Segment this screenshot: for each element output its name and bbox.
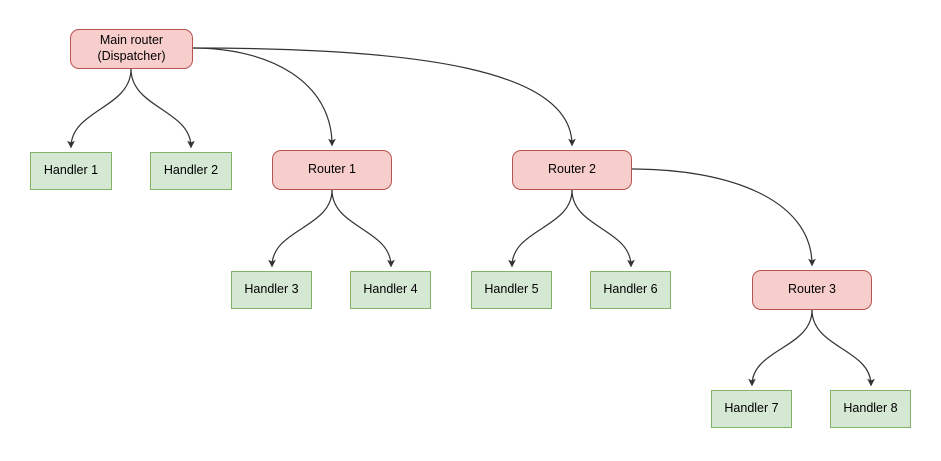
edge-router-3-to-handler-7 bbox=[748, 309, 813, 387]
node-label-handler-7: Handler 7 bbox=[724, 401, 779, 416]
node-router-2[interactable]: Router 2 bbox=[512, 150, 632, 190]
edge-group bbox=[67, 47, 875, 387]
node-label-router-3: Router 3 bbox=[788, 282, 836, 297]
node-label-router-2: Router 2 bbox=[548, 162, 596, 177]
edge-main-to-handler-1 bbox=[67, 68, 132, 149]
node-label-handler-6: Handler 6 bbox=[603, 282, 658, 297]
node-handler-8[interactable]: Handler 8 bbox=[830, 390, 911, 428]
edge-router-2-to-router-3 bbox=[631, 168, 816, 267]
node-router-1[interactable]: Router 1 bbox=[272, 150, 392, 190]
node-label-handler-3: Handler 3 bbox=[244, 282, 299, 297]
node-handler-5[interactable]: Handler 5 bbox=[471, 271, 552, 309]
node-label-handler-5: Handler 5 bbox=[484, 282, 539, 297]
edge-router-1-to-handler-3 bbox=[268, 189, 333, 268]
edge-router-2-to-handler-5 bbox=[508, 189, 573, 268]
node-handler-7[interactable]: Handler 7 bbox=[711, 390, 792, 428]
node-router-3[interactable]: Router 3 bbox=[752, 270, 872, 310]
node-handler-1[interactable]: Handler 1 bbox=[30, 152, 112, 190]
edge-main-to-handler-2 bbox=[130, 68, 195, 149]
node-handler-3[interactable]: Handler 3 bbox=[231, 271, 312, 309]
node-main-router[interactable]: Main router (Dispatcher) bbox=[70, 29, 193, 69]
edge-router-3-to-handler-8 bbox=[811, 309, 875, 387]
edge-main-to-router-2 bbox=[192, 47, 576, 147]
node-label-main-router: Main router (Dispatcher) bbox=[97, 33, 166, 63]
node-label-handler-2: Handler 2 bbox=[163, 163, 219, 178]
node-label-router-1: Router 1 bbox=[308, 162, 356, 177]
node-handler-4[interactable]: Handler 4 bbox=[350, 271, 431, 309]
node-handler-6[interactable]: Handler 6 bbox=[590, 271, 671, 309]
edge-main-to-router-1 bbox=[192, 47, 336, 147]
edge-router-1-to-handler-4 bbox=[331, 189, 395, 268]
node-label-handler-8: Handler 8 bbox=[843, 401, 898, 416]
node-label-handler-1: Handler 1 bbox=[43, 163, 99, 178]
node-handler-2[interactable]: Handler 2 bbox=[150, 152, 232, 190]
edge-router-2-to-handler-6 bbox=[571, 189, 635, 268]
node-label-handler-4: Handler 4 bbox=[363, 282, 418, 297]
